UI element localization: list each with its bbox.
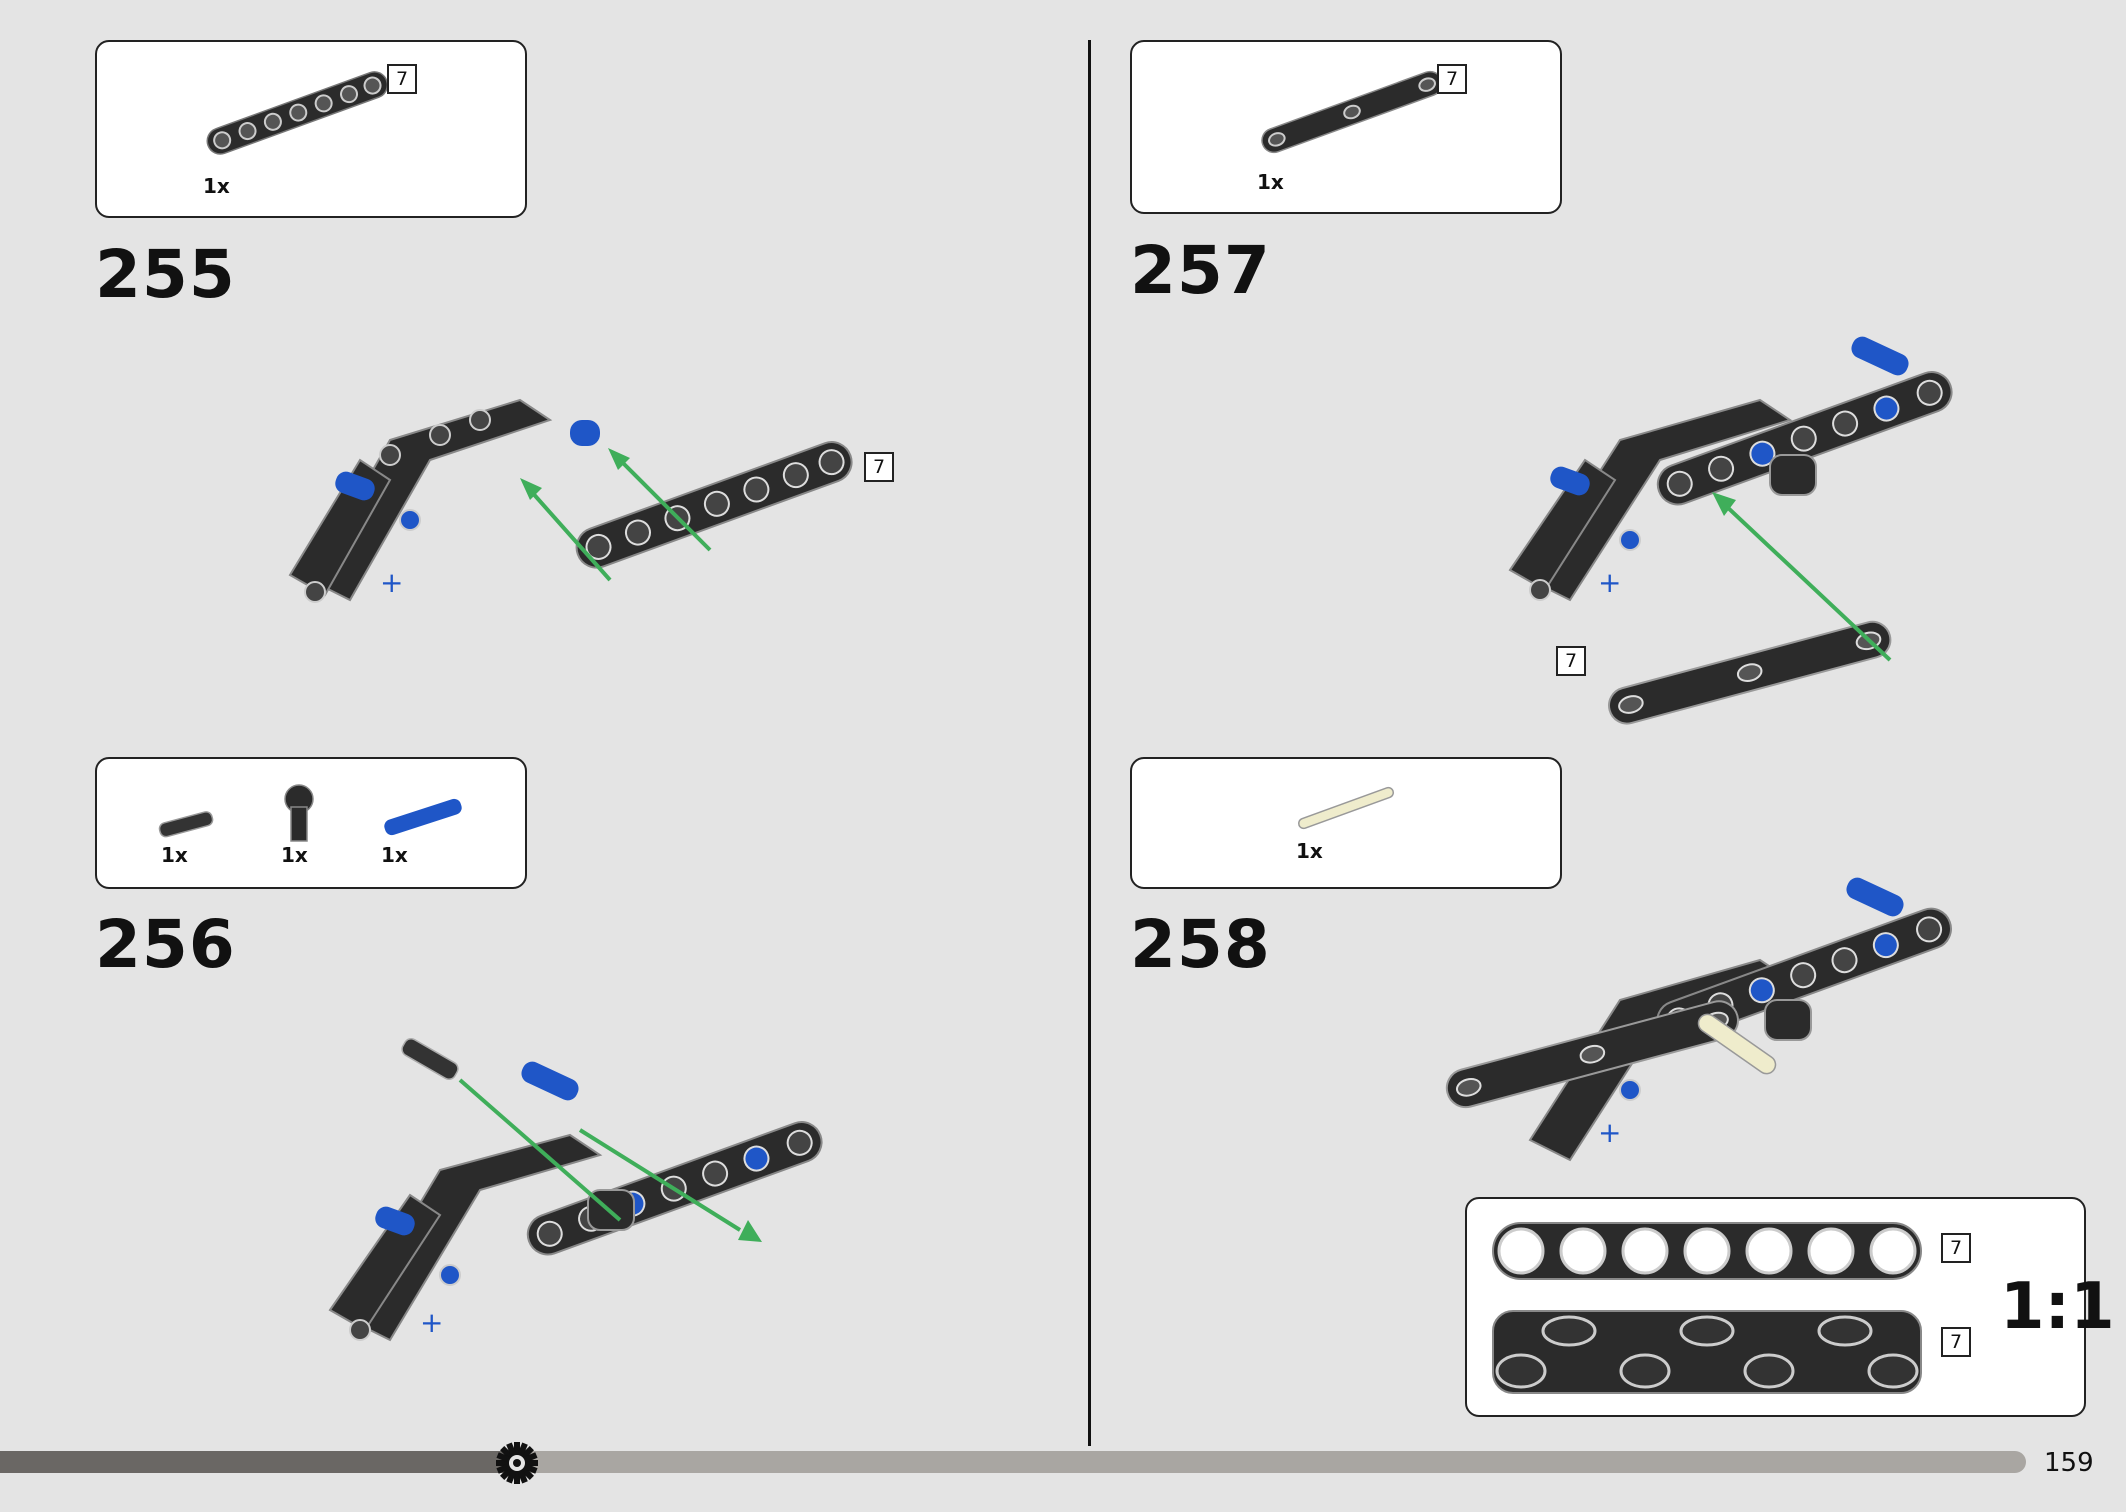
step-256-parts-callout: 1x 1x 1x	[95, 757, 527, 889]
svg-text:+: +	[1598, 566, 1621, 599]
part-quantity: 1x	[1296, 839, 1323, 863]
page-divider	[1088, 40, 1091, 1446]
step-258-assembly-illustration: +	[1445, 877, 1952, 1162]
length-indicator: 7	[1556, 646, 1586, 676]
thin-beam-7-scale-image	[1492, 1310, 1922, 1394]
scale-reference-panel: 7 7	[1465, 1197, 2086, 1417]
thin-beam-7-part-image	[1261, 70, 1443, 154]
tan-axle-part-image	[1297, 786, 1395, 830]
beam-7-part-image	[206, 71, 389, 155]
step-number-256: 256	[95, 906, 236, 983]
length-indicator: 7	[1941, 1327, 1971, 1357]
part-quantity: 1x	[203, 174, 230, 198]
svg-text:+: +	[1598, 1116, 1621, 1149]
part-quantity: 1x	[161, 843, 188, 867]
length-indicator: 7	[1437, 64, 1467, 94]
step-258-parts-callout: 1x	[1130, 757, 1562, 889]
step-number-258: 258	[1130, 906, 1271, 983]
length-indicator: 7	[1941, 1233, 1971, 1263]
svg-text:+: +	[420, 1306, 443, 1339]
beam-7-scale-image	[1492, 1222, 1922, 1280]
part-quantity: 1x	[281, 843, 308, 867]
step-257-parts-callout: 1x 7	[1130, 40, 1562, 214]
length-indicator: 7	[864, 452, 894, 482]
length-indicator: 7	[387, 64, 417, 94]
step-number-255: 255	[95, 236, 236, 313]
page-number: 159	[2044, 1448, 2094, 1478]
progress-bar	[0, 1451, 2026, 1473]
part-quantity: 1x	[381, 843, 408, 867]
axle-pin-connector-part-image	[284, 784, 314, 842]
long-blue-pin-part-image	[384, 798, 462, 836]
scale-label: 1:1	[2000, 1270, 2115, 1344]
step-255-parts-callout: 1x 7	[95, 40, 527, 218]
pin-with-bush-part-image	[158, 811, 214, 838]
svg-text:+: +	[380, 566, 403, 599]
progress-bar-fill	[0, 1451, 517, 1473]
step-256-assembly-illustration: +	[328, 1038, 823, 1342]
gear-icon	[495, 1442, 538, 1484]
step-number-257: 257	[1130, 232, 1271, 309]
step-255-assembly-illustration: +	[288, 398, 853, 603]
part-quantity: 1x	[1257, 170, 1284, 194]
step-257-assembly-illustration: +	[1508, 336, 1953, 725]
